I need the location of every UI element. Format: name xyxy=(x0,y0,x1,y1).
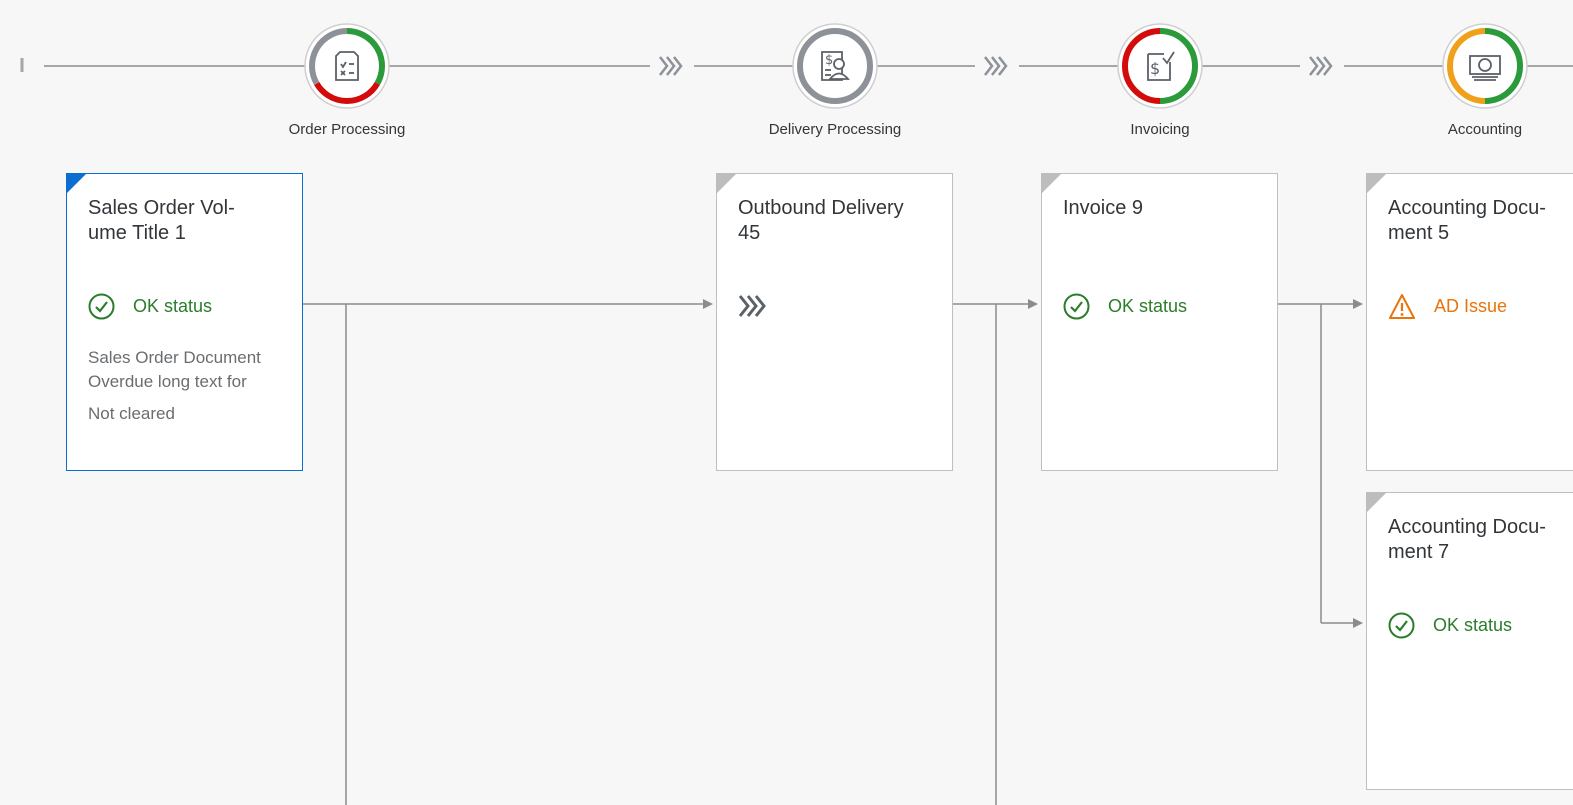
node-title: Accounting Docu- ment 7 xyxy=(1388,515,1563,565)
contact-money-icon: $ xyxy=(821,51,850,81)
node-invoice[interactable]: Invoice 9 OK status xyxy=(1041,173,1278,471)
node-title: Invoice 9 xyxy=(1063,196,1265,221)
node-status-text: OK status xyxy=(1433,615,1513,635)
chevron-right-icon xyxy=(659,56,683,76)
node-accounting-document-5[interactable]: Accounting Docu- ment 5 AD Issue xyxy=(1366,173,1573,471)
success-icon xyxy=(88,293,115,320)
node-title-line: 45 xyxy=(738,222,761,244)
node-title: Outbound Delivery 45 xyxy=(738,196,940,246)
node-corner-marker xyxy=(66,173,87,194)
node-status: AD Issue xyxy=(1388,293,1507,320)
invoice-check-icon: $ xyxy=(1147,51,1175,81)
node-title: Sales Order Vol- ume Title 1 xyxy=(88,196,290,246)
lane-header xyxy=(20,58,1573,72)
node-status-text: OK status xyxy=(1108,296,1188,316)
node-corner-marker xyxy=(716,173,737,194)
svg-text:$: $ xyxy=(825,53,833,68)
lane-label-delivery-processing: Delivery Processing xyxy=(768,121,902,138)
success-icon xyxy=(1063,293,1090,320)
node-corner-marker xyxy=(1366,492,1387,513)
node-description: Sales Order Document Overdue long text f… xyxy=(88,348,261,391)
document-checklist-icon xyxy=(335,51,359,81)
node-title-line: Sales Order Vol- xyxy=(88,197,235,219)
chevron-right-icon xyxy=(1309,56,1333,76)
lane-icon-order-processing[interactable] xyxy=(304,23,390,109)
node-title-line: ment 5 xyxy=(1388,222,1450,244)
svg-text:$: $ xyxy=(1150,59,1160,78)
lane-label-invoicing: Invoicing xyxy=(1130,121,1190,138)
lane-icon-accounting[interactable] xyxy=(1442,23,1528,109)
lane-icon-delivery-processing[interactable]: $ xyxy=(792,23,878,109)
node-title-line: ume Title 1 xyxy=(88,222,186,244)
connectors xyxy=(303,299,1363,805)
chevron-right-icon xyxy=(984,56,1008,76)
in-progress-chevron-icon xyxy=(738,295,766,317)
node-status-text: OK status xyxy=(133,296,213,316)
lane-label-order-processing: Order Processing xyxy=(288,121,406,138)
lane-icon-invoicing[interactable]: $ xyxy=(1117,23,1203,109)
node-sales-order[interactable]: Sales Order Vol- ume Title 1 OK status S… xyxy=(66,173,303,471)
node-title-line: Accounting Docu- xyxy=(1388,197,1546,219)
node-corner-marker xyxy=(1041,173,1062,194)
lane-label-accounting: Accounting xyxy=(1447,121,1523,138)
lane-separator-chevrons xyxy=(659,56,1333,76)
node-title-line: Accounting Docu- xyxy=(1388,516,1546,538)
node-status: OK status xyxy=(1063,293,1187,320)
node-status-text: AD Issue xyxy=(1434,296,1508,316)
node-title: Accounting Docu- ment 5 xyxy=(1388,196,1563,246)
node-status xyxy=(738,294,786,318)
node-corner-marker xyxy=(1366,173,1387,194)
node-status: OK status xyxy=(88,293,212,320)
node-title-line: Invoice 9 xyxy=(1063,197,1144,219)
warning-icon xyxy=(1389,294,1415,319)
node-accounting-document-7[interactable]: Accounting Docu- ment 7 OK status xyxy=(1366,492,1573,790)
money-bills-icon xyxy=(1469,55,1501,81)
node-description-2: Not cleared xyxy=(88,404,175,423)
success-icon xyxy=(1388,612,1415,639)
node-title-line: ment 7 xyxy=(1388,541,1450,563)
node-outbound-delivery[interactable]: Outbound Delivery 45 xyxy=(716,173,953,471)
node-status: OK status xyxy=(1388,612,1512,639)
node-title-line: Outbound Delivery xyxy=(738,197,904,219)
